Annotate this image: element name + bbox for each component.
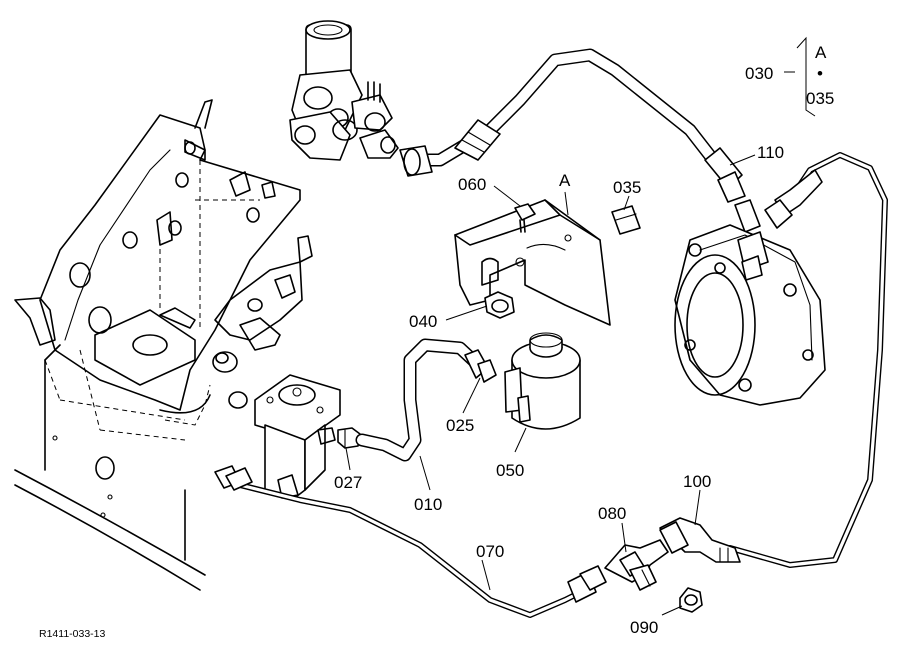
callout-050: 050	[496, 461, 524, 480]
callout-100: 100	[683, 472, 711, 491]
view-mark-a: A	[559, 171, 571, 190]
valve-block	[254, 374, 341, 501]
callout-030: 030	[745, 64, 773, 83]
callout-025: 025	[446, 416, 474, 435]
leader-lines	[345, 36, 816, 616]
callout-060: 060	[458, 175, 486, 194]
callout-070: 070	[476, 542, 504, 561]
bracket-060	[454, 199, 611, 326]
hose-100	[659, 152, 888, 568]
tee-fitting-080	[604, 539, 669, 591]
cap-nut-090	[679, 587, 703, 613]
drawing-reference-number: R1411-033-13	[39, 628, 106, 640]
callout-110: 110	[757, 143, 784, 162]
callout-027: 027	[334, 473, 362, 492]
callout-080: 080	[598, 504, 626, 523]
plate-035	[611, 205, 641, 235]
callout-090: 090	[630, 618, 658, 637]
callout-040: 040	[409, 312, 437, 331]
clamp-025	[464, 349, 497, 383]
solenoid-valve	[289, 20, 399, 161]
callout-labels: 060 A 035 040 025 027 010 050 070 080 09…	[39, 43, 834, 640]
frame-assembly	[14, 99, 313, 591]
reservoir-tank-050	[504, 332, 581, 430]
hose-010	[355, 338, 482, 462]
bracket-view-mark-a: A	[815, 43, 827, 62]
bracket-callout-035: 035	[806, 89, 834, 108]
pipe-070	[214, 465, 607, 618]
bolt-040	[484, 291, 515, 319]
callout-010: 010	[414, 495, 442, 514]
hydraulic-pump	[674, 224, 826, 406]
hose-110	[399, 48, 761, 233]
bracket-dot: •	[817, 64, 823, 83]
callout-035: 035	[613, 178, 641, 197]
nipple-027	[337, 427, 361, 449]
